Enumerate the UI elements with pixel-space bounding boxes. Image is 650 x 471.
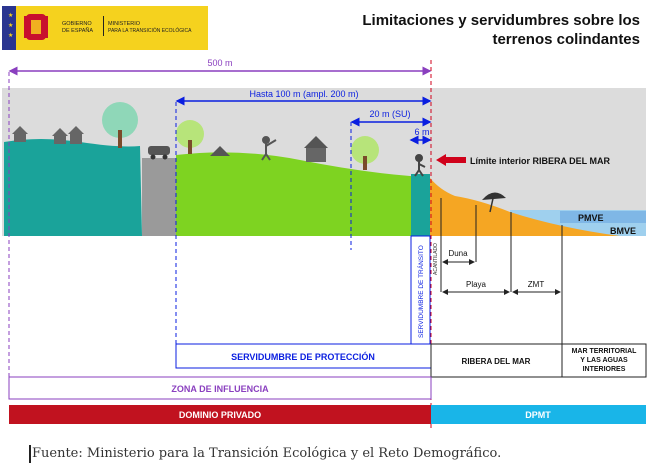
label-6m: 6 m [414, 127, 429, 137]
pmve-label: PMVE [578, 213, 604, 223]
svg-text:★: ★ [8, 32, 13, 39]
title-line1: Limitaciones y servidumbres sobre los [362, 12, 640, 29]
red-arrow-icon [436, 154, 466, 166]
ministry-logo: ★ ★ ★ GOBIERNO DE ESPAÑA MINISTERIO PARA… [2, 6, 208, 50]
tree-icon [102, 102, 379, 170]
logo-text-left2: DE ESPAÑA [62, 27, 93, 34]
ribera-box [430, 343, 563, 378]
caption-marker [29, 445, 31, 463]
green-land [176, 152, 430, 236]
label-100m: Hasta 100 m (ampl. 200 m) [249, 89, 358, 99]
coat-of-arms-icon [24, 14, 48, 40]
walker-icon [414, 154, 426, 177]
teal-hill [4, 139, 142, 236]
golfer-icon [261, 136, 277, 161]
transit-label: SERVIDUMBRE DE TRÁNSITO [416, 245, 425, 338]
svg-text:★: ★ [8, 22, 13, 29]
label-500m: 500 m [207, 58, 232, 68]
acantilado-label: ACANTILADO [433, 243, 439, 275]
transit-strip [411, 174, 430, 236]
label-20m: 20 m (SU) [369, 109, 410, 119]
duna-label: Duna [448, 249, 468, 258]
umbrella-icon [482, 192, 506, 213]
logo-text-right2: PARA LA TRANSICIÓN ECOLÓGICA [108, 27, 192, 34]
logo-text-left1: GOBIERNO [62, 21, 92, 27]
dominio-label: DOMINIO PRIVADO [179, 410, 261, 420]
svg-text:★: ★ [8, 12, 13, 19]
logo-text-right1: MINISTERIO [108, 21, 141, 27]
car-icon [148, 146, 170, 160]
mar-label-3: INTERIORES [583, 366, 626, 373]
ribera-label: RIBERA DEL MAR [462, 357, 531, 366]
title-line2: terrenos colindantes [492, 31, 640, 48]
beach-verticals [440, 198, 563, 344]
pmve-band [560, 211, 646, 223]
bmve-label: BMVE [610, 226, 636, 236]
playa-label: Playa [466, 280, 487, 289]
beach-sand [430, 178, 620, 236]
pavilion-icon [304, 136, 328, 162]
house-icon [12, 126, 84, 144]
road [142, 158, 176, 236]
zmt-label: ZMT [528, 280, 545, 289]
limit-label: Límite interior RIBERA DEL MAR [470, 156, 611, 166]
source-caption: Fuente: Ministerio para la Transición Ec… [32, 446, 502, 461]
influencia-box [8, 376, 432, 400]
proteccion-label: SERVIDUMBRE DE PROTECCIÓN [231, 351, 375, 362]
dpmt-label: DPMT [525, 410, 551, 420]
mar-label-1: MAR TERRITORIAL [572, 348, 638, 355]
dominio-bar [9, 405, 431, 424]
mar-box [561, 343, 647, 378]
tent-icon [210, 146, 230, 156]
influencia-label: ZONA DE INFLUENCIA [171, 384, 269, 394]
dpmt-bar [431, 405, 646, 424]
mar-label-2: Y LAS AGUAS [580, 357, 628, 364]
